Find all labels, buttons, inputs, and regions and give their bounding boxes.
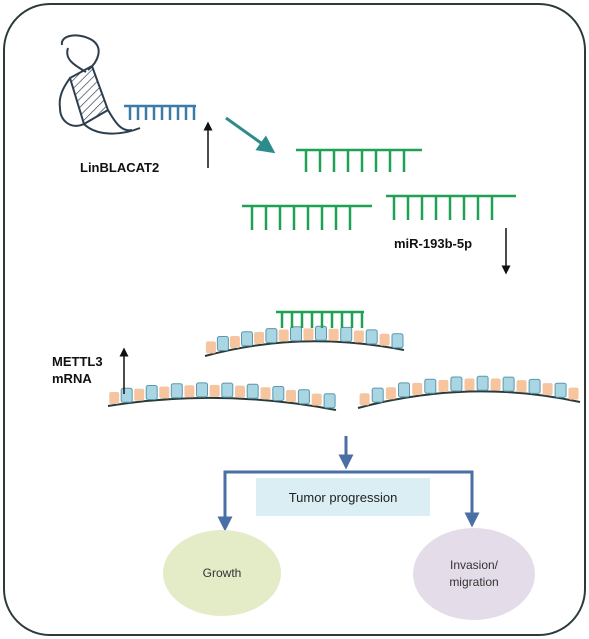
left-strand-nucleotide <box>297 389 310 405</box>
mrna-strand-left <box>107 382 337 411</box>
left-strand-nucleotide <box>109 392 120 404</box>
right-strand-nucleotide <box>528 378 541 394</box>
mirna-comb-3 <box>386 194 516 220</box>
right-strand-nucleotide <box>490 378 501 391</box>
top-strand-nucleotide <box>379 333 390 346</box>
invasion-label-line1: Invasion/ <box>449 558 499 572</box>
left-strand-nucleotide <box>235 385 245 398</box>
top-strand-nucleotide <box>290 326 302 342</box>
left-strand-nucleotide <box>286 390 296 402</box>
top-strand-nucleotide <box>229 336 240 348</box>
top-strand-nucleotide <box>241 331 253 347</box>
left-strand-nucleotide <box>221 382 234 398</box>
right-strand-nucleotide <box>424 378 437 394</box>
invasion-migration-ellipse: Invasion/ migration <box>413 528 535 620</box>
top-strand-nucleotide <box>278 329 289 342</box>
right-strand-nucleotide <box>359 393 370 406</box>
growth-ellipse: Growth <box>163 530 281 616</box>
left-strand-nucleotide <box>159 386 170 399</box>
top-strand-nucleotide <box>205 341 216 354</box>
right-strand-nucleotide <box>371 387 384 403</box>
right-strand-nucleotide <box>398 382 410 398</box>
right-strand-nucleotide <box>438 380 449 392</box>
top-strand-nucleotide <box>216 336 229 351</box>
mirna-comb-2 <box>242 204 372 230</box>
mrna-label: mRNA <box>52 371 92 386</box>
sponge-arrow <box>225 116 276 154</box>
tumor-progression-box: Tumor progression <box>256 478 430 516</box>
left-strand-nucleotide <box>145 385 158 400</box>
top-strand-nucleotide <box>353 330 364 343</box>
growth-label: Growth <box>202 566 242 580</box>
mirna-comb-1 <box>296 148 422 172</box>
left-strand-nucleotide <box>246 383 259 399</box>
left-strand-nucleotide <box>209 384 220 397</box>
top-strand-nucleotide <box>365 329 378 345</box>
mirna-label: miR-193b-5p <box>394 236 473 251</box>
left-strand-nucleotide <box>120 387 133 403</box>
right-strand-nucleotide <box>516 380 527 393</box>
right-strand-nucleotide <box>568 387 579 400</box>
outer-frame <box>3 3 586 636</box>
right-strand-nucleotide <box>502 376 515 392</box>
left-strand-nucleotide <box>323 393 336 409</box>
top-strand-nucleotide <box>391 333 404 349</box>
flow-arrows <box>217 436 480 532</box>
invasion-label-line2: migration <box>449 575 499 589</box>
top-strand-nucleotide <box>303 328 314 341</box>
mirna-bound-comb <box>276 310 364 328</box>
lncrna-structure <box>58 34 141 135</box>
tumor-progression-label: Tumor progression <box>288 489 398 505</box>
right-strand-nucleotide <box>554 382 567 398</box>
left-strand-nucleotide <box>184 385 195 398</box>
left-strand-nucleotide <box>272 386 285 401</box>
mrna-strand-top <box>204 325 405 357</box>
top-strand-nucleotide <box>315 325 327 341</box>
right-strand-nucleotide <box>385 387 396 400</box>
top-strand-nucleotide <box>328 328 339 341</box>
lncrna-binding-comb <box>124 104 196 120</box>
left-strand-nucleotide <box>134 388 145 401</box>
right-strand-nucleotide <box>412 382 423 395</box>
right-strand-nucleotide <box>542 383 553 396</box>
right-strand-nucleotide <box>450 376 463 392</box>
right-strand-nucleotide <box>476 375 489 391</box>
left-strand-nucleotide <box>311 393 322 406</box>
mettl3-label: METTL3 <box>52 354 103 369</box>
top-strand-nucleotide <box>340 326 353 342</box>
left-strand-nucleotide <box>196 382 208 398</box>
left-strand-nucleotide <box>170 383 183 399</box>
left-strand-nucleotide <box>260 387 271 400</box>
mrna-strand-right <box>357 375 581 409</box>
right-strand-nucleotide <box>464 378 475 391</box>
lncrna-label: LinBLACAT2 <box>80 160 160 175</box>
top-strand-nucleotide <box>254 332 265 344</box>
top-strand-nucleotide <box>265 328 278 344</box>
